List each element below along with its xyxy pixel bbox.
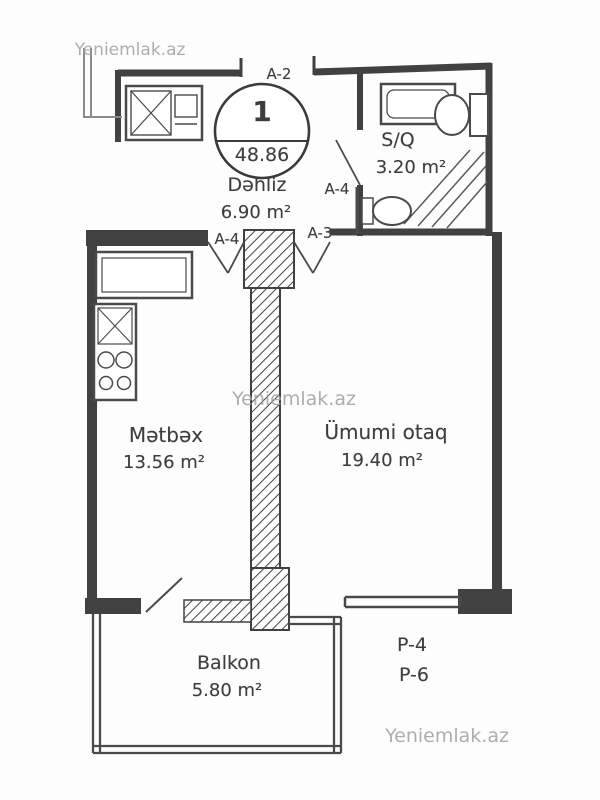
room-name-kitchen: Mətbəx <box>128 423 204 447</box>
door-label-living-room: A-3 <box>307 224 333 242</box>
room-area-kitchen: 13.56 m² <box>122 452 206 473</box>
watermark-top-left: Yeniemlak.az <box>74 40 186 60</box>
stamp-total-area: 48.86 <box>234 144 290 166</box>
door-label-entrance: A-2 <box>266 65 292 83</box>
room-area-living-room: 19.40 m² <box>340 450 424 471</box>
room-name-balcony: Balkon <box>197 652 261 674</box>
door-label-kitchen: A-4 <box>214 230 240 248</box>
living-room-window <box>343 595 462 609</box>
watermark-bottom-right: Yeniemlak.az <box>385 725 509 747</box>
watermark-center: Yeniemlak.az <box>232 388 356 410</box>
door-swings <box>145 139 361 613</box>
stamp-unit-number: 1 <box>252 95 272 128</box>
door-label-bathroom: A-4 <box>324 180 350 198</box>
balcony-walls <box>91 614 343 755</box>
hall-cabinet-icon <box>124 84 204 142</box>
panel-label-p6: P-6 <box>399 664 429 686</box>
hatched-wall-column <box>183 229 295 631</box>
room-area-hallway: 6.90 m² <box>220 202 292 223</box>
room-area-bathroom: 3.20 m² <box>375 157 447 178</box>
room-name-bathroom: S/Q <box>381 129 415 151</box>
sink-icon <box>361 196 412 226</box>
panel-label-p4: P-4 <box>397 634 427 656</box>
room-name-living-room: Ümumi otaq <box>324 420 448 444</box>
solid-wall-blocks <box>85 230 512 614</box>
toilet-icon <box>434 93 489 137</box>
room-name-hallway: Dəhliz <box>227 174 287 196</box>
walls <box>83 48 493 236</box>
bathroom-diagonal-marks <box>403 149 488 229</box>
room-area-balcony: 5.80 m² <box>191 680 263 701</box>
kitchen-counter-icon <box>94 250 194 300</box>
kitchen-stove-icon <box>92 302 138 402</box>
area-stamp-circle <box>213 82 311 180</box>
